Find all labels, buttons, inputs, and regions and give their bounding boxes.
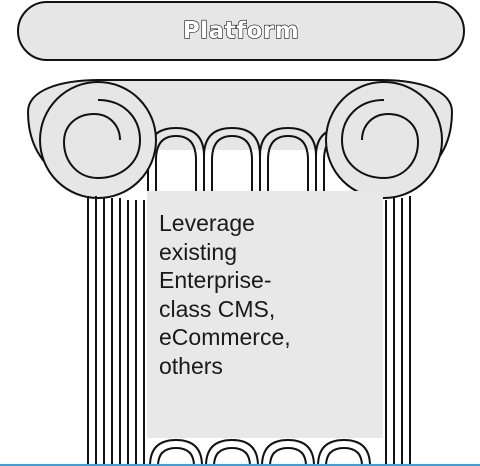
pillar-description: Leverage existing Enterprise- class CMS,… — [159, 209, 373, 380]
pillar-base-arches — [149, 438, 371, 466]
description-line: Enterprise- — [159, 267, 272, 293]
description-line: class CMS, — [159, 295, 276, 322]
description-line: others — [159, 352, 223, 379]
description-line: existing — [159, 238, 237, 265]
description-line: eCommerce, — [159, 324, 291, 350]
pillar-description-box: Leverage existing Enterprise- class CMS,… — [147, 191, 383, 438]
pillar-right-volute — [325, 81, 443, 199]
pillar-title: Platform — [182, 17, 300, 44]
pillar-fluting-lines — [87, 196, 411, 466]
description-line: Leverage — [159, 210, 255, 236]
pillar-left-volute — [39, 81, 157, 199]
pillar-abacus — [17, 1, 465, 61]
